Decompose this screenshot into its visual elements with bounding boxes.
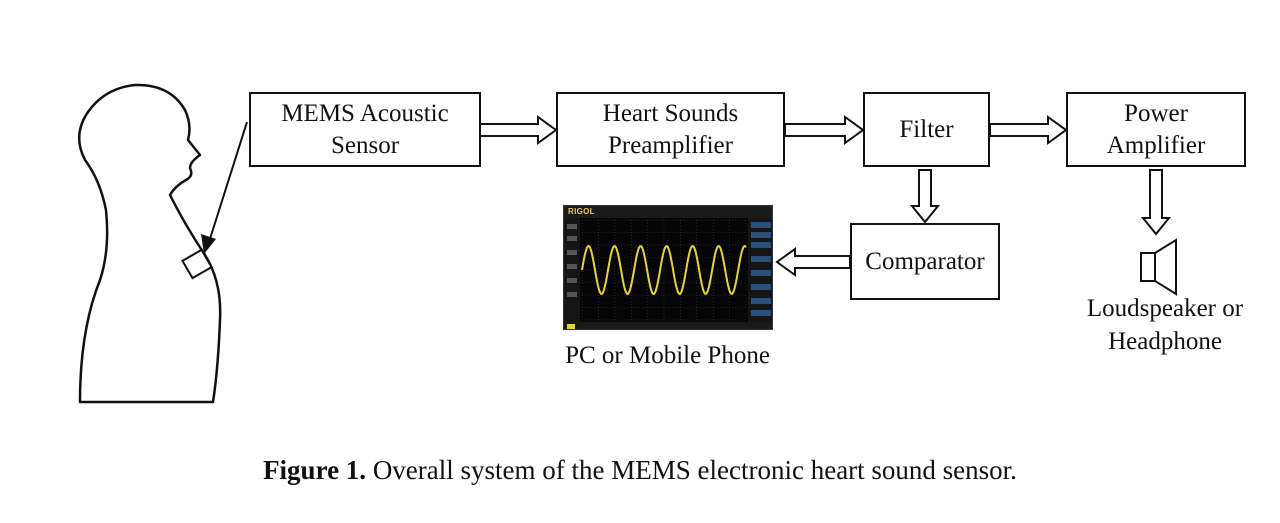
arrow-poweramp-to-speaker [1140,169,1172,236]
person-silhouette-icon [78,83,222,404]
sensor-chip-icon [181,248,213,280]
sensor-pointer-arrowhead [201,234,216,254]
figure-caption: Figure 1. Overall system of the MEMS ele… [0,455,1280,486]
preamplifier-block: Heart Sounds Preamplifier [556,92,785,167]
comparator-label: Comparator [865,247,985,275]
filter-label: Filter [899,115,954,143]
sensor-pointer-arrow [208,121,248,243]
power-amplifier-block: Power Amplifier [1066,92,1246,167]
mems-sensor-block: MEMS Acoustic Sensor [249,92,481,167]
power-amplifier-label-line2: Amplifier [1106,131,1206,159]
mems-sensor-label-line1: MEMS Acoustic [281,100,449,128]
arrow-filter-to-poweramp [989,115,1068,145]
oscilloscope-trace [581,244,747,296]
pc-output-label: PC or Mobile Phone [565,342,770,369]
mems-sensor-label-line2: Sensor [330,131,400,159]
arrow-preamp-to-filter [784,115,865,145]
loudspeaker-icon [1140,238,1177,296]
preamplifier-label-line1: Heart Sounds [602,100,739,128]
speaker-output-label: Loudspeaker or Headphone [1060,293,1270,358]
power-amplifier-label-line1: Power [1124,100,1188,128]
speaker-label-line2: Headphone [1108,327,1222,355]
arrow-filter-to-comparator [909,169,941,224]
figure-caption-text: Overall system of the MEMS electronic he… [366,455,1017,485]
speaker-label-line1: Loudspeaker or [1086,295,1244,322]
oscilloscope-screen-icon: RIGOL [563,205,773,330]
arrow-comparator-to-pc [775,247,851,277]
figure-caption-prefix: Figure 1. [263,455,367,485]
filter-block: Filter [863,92,990,167]
comparator-block: Comparator [850,223,1000,300]
arrow-sensor-to-preamp [479,115,558,145]
preamplifier-label-line2: Preamplifier [608,131,733,159]
oscilloscope-brand-logo: RIGOL [568,207,595,216]
